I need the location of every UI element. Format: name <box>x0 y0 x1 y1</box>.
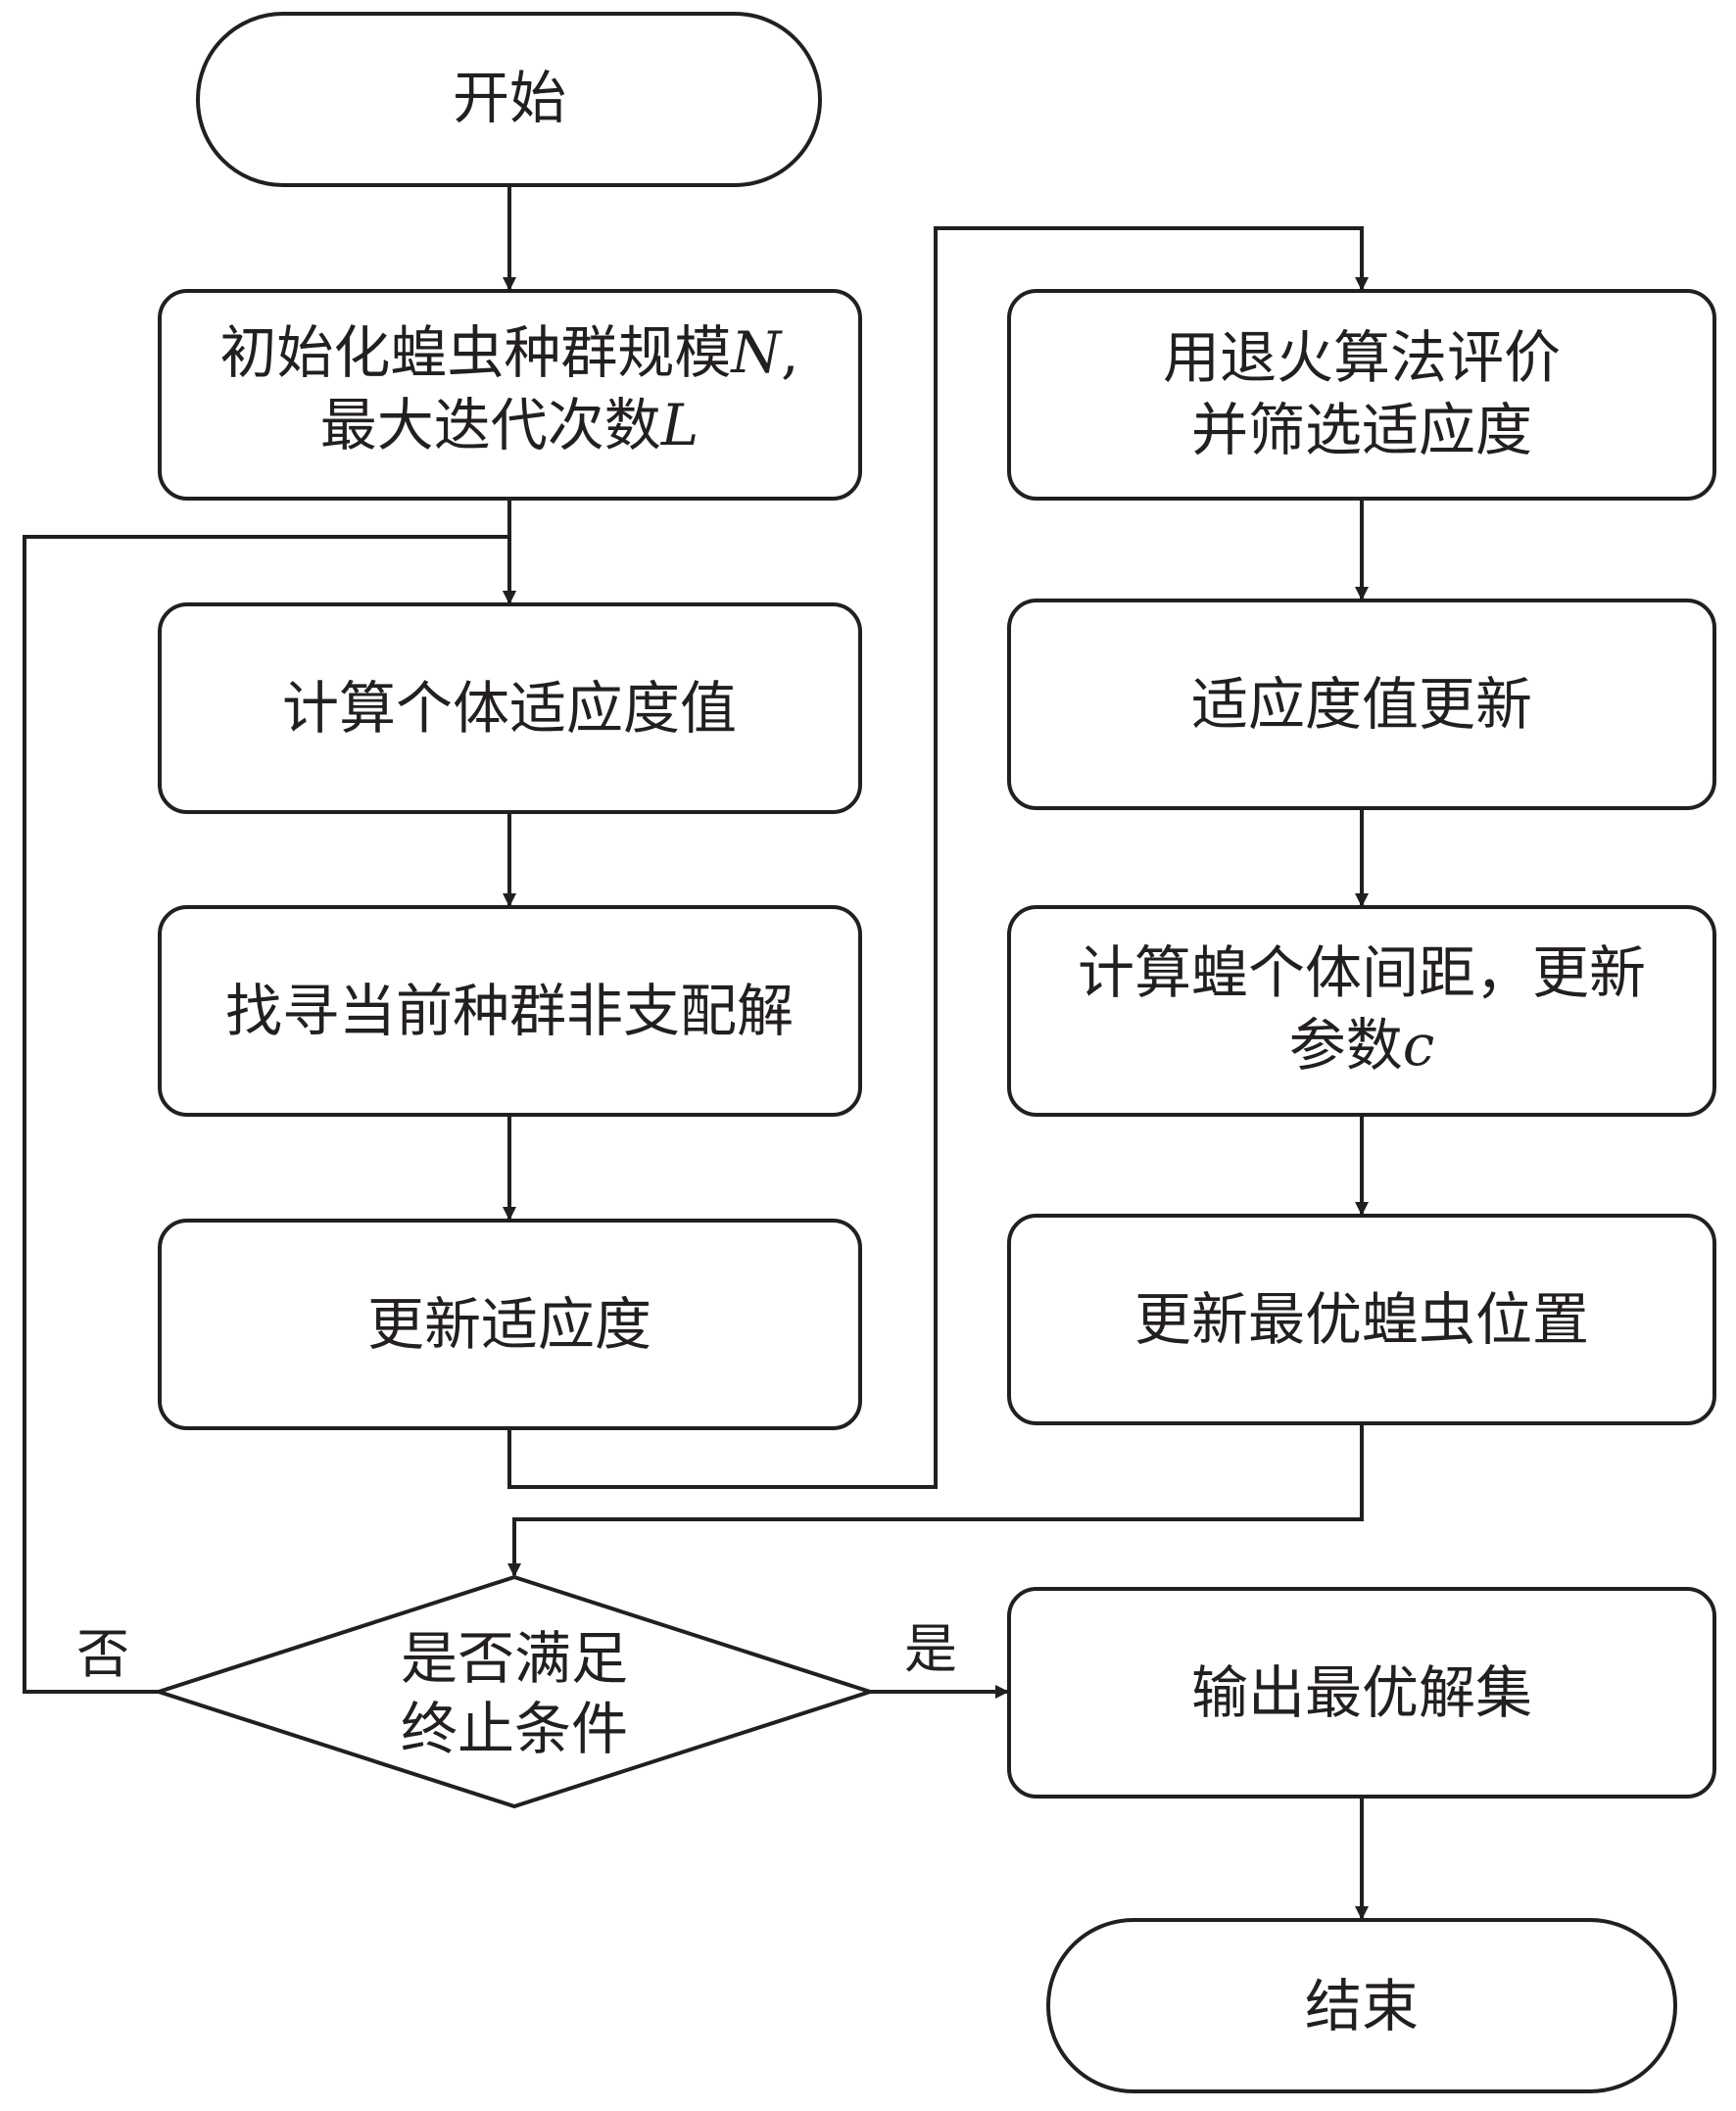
calc-fitness-label: 计算个体适应度值 <box>282 675 737 742</box>
decision-diamond <box>152 1574 877 1809</box>
start-label: 开始 <box>453 65 566 131</box>
distance-update-label-line1: 计算蝗个体间距，更新 <box>1078 939 1646 1006</box>
end-label: 结束 <box>1305 1973 1419 2039</box>
decision-label-line1: 是否满足 <box>401 1625 628 1692</box>
no-edge-label: 否 <box>76 1623 129 1685</box>
distance-update-box <box>1007 905 1716 1117</box>
edge-update-best-to-decision <box>507 1423 1364 1577</box>
edge-update-to-sa <box>507 226 1369 1489</box>
yes-edge-label: 是 <box>904 1618 957 1680</box>
fitness-update-label: 适应度值更新 <box>1191 671 1532 738</box>
edge-decision-no-loop <box>23 535 516 1694</box>
sa-evaluate-label-line1: 用退火算法评价 <box>1163 324 1561 391</box>
sa-evaluate-box <box>1007 289 1716 501</box>
sa-evaluate-label-line2: 并筛选适应度 <box>1191 397 1532 463</box>
output-label: 输出最优解集 <box>1191 1659 1532 1726</box>
find-nondominated-label: 找寻当前种群非支配解 <box>225 978 794 1044</box>
update-fitness-label: 更新适应度 <box>367 1291 651 1358</box>
end-terminal <box>1046 1918 1677 2093</box>
update-best-label: 更新最优蝗虫位置 <box>1134 1286 1589 1353</box>
decision-label-line2: 终止条件 <box>401 1696 628 1762</box>
init-label-line1: 初始化蝗虫种群规模N, <box>219 319 798 386</box>
init-label-line2: 最大迭代次数L <box>320 392 699 458</box>
distance-update-label-line2: 参数c <box>1289 1012 1435 1079</box>
